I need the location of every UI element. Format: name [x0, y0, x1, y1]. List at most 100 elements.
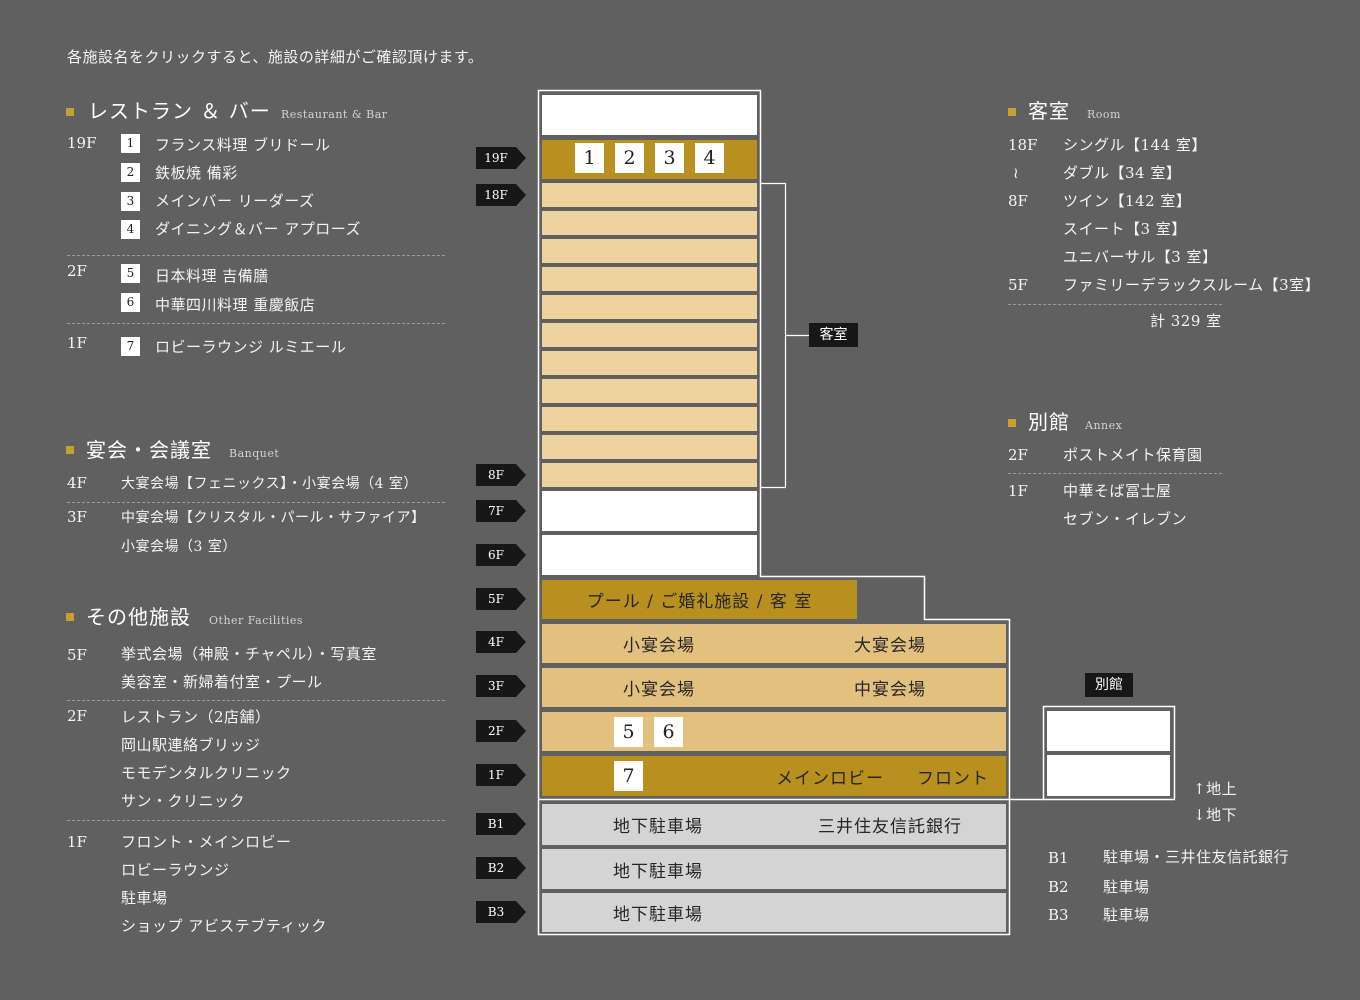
floor-tag-1f: 1F	[476, 764, 526, 786]
floor-tag-2f: 2F	[476, 720, 526, 742]
other-item-link[interactable]: 美容室・新婦着付室・プール	[121, 673, 323, 691]
floor-5f-label[interactable]: プール / ご婚礼施設 / 客 室	[586, 592, 813, 612]
restaurant-subtitle: Restaurant & Bar	[281, 108, 388, 121]
annex-floor-1f-block[interactable]	[1047, 755, 1170, 796]
annex-bullet-icon	[1008, 419, 1016, 427]
floor-1f-front-desk-label[interactable]: フロント	[917, 768, 989, 789]
divider	[67, 323, 445, 324]
floor-3f-medium-banquet-label[interactable]: 中宴会場	[854, 680, 926, 700]
floor-7f-bar	[542, 491, 757, 531]
annex-item-link[interactable]: 中華そば冨士屋	[1063, 482, 1172, 500]
room-type-link[interactable]: ファミリーデラックスルーム【3室】	[1063, 276, 1321, 294]
divider	[67, 700, 445, 701]
tower-floor-bar	[542, 295, 757, 319]
banquet-subtitle: Banquet	[229, 447, 280, 460]
annex-item-link[interactable]: ポストメイト保育園	[1063, 446, 1203, 464]
tower-floor-bar	[542, 323, 757, 347]
rooms-floor-range-mark: ≀	[1013, 164, 1019, 182]
banquet-bullet-icon	[66, 446, 74, 454]
other-floor-2f: 2F	[67, 707, 87, 725]
room-type-link[interactable]: シングル【144 室】	[1063, 136, 1207, 154]
restaurant-item-4-link[interactable]: ダイニング＆バー アプローズ	[155, 220, 362, 238]
restaurant-item-2-link[interactable]: 鉄板焼 備彩	[155, 164, 238, 182]
room-type-link[interactable]: ツイン【142 室】	[1063, 192, 1192, 210]
floor-2f-facility-5-marker[interactable]: 5	[614, 717, 643, 747]
other-item-link[interactable]: ショップ アビステブティック	[121, 917, 327, 935]
floor-4f-grand-banquet-label[interactable]: 大宴会場	[854, 636, 926, 656]
floor-b2-parking-label[interactable]: 地下駐車場	[613, 861, 703, 882]
banquet-item-link[interactable]: 小宴会場（3 室）	[121, 539, 237, 555]
tower-floor-bar	[542, 407, 757, 431]
floor-b3-bar: 地下駐車場	[542, 893, 1006, 932]
tower-floor-bar	[542, 435, 757, 459]
basement-item-link[interactable]: 駐車場・三井住友信託銀行	[1103, 848, 1290, 866]
floor-4f-small-banquet-label[interactable]: 小宴会場	[623, 636, 695, 656]
other-item-link[interactable]: 駐車場	[121, 889, 168, 907]
banquet-floor-4f: 4F	[67, 474, 87, 492]
banquet-floor-3f: 3F	[67, 508, 87, 526]
room-type-link[interactable]: スイート【3 室】	[1063, 220, 1187, 238]
floor-1f-main-lobby-label[interactable]: メインロビー	[776, 768, 884, 789]
restaurant-item-3-link[interactable]: メインバー リーダーズ	[155, 192, 315, 210]
restaurant-item-6-link[interactable]: 中華四川料理 重慶飯店	[155, 296, 316, 314]
floor-tag-4f: 4F	[476, 631, 526, 653]
floor-6f-bar	[542, 535, 757, 575]
banquet-item-link[interactable]: 中宴会場【クリスタル・パール・サファイア】	[121, 510, 426, 526]
annex-subtitle: Annex	[1085, 419, 1123, 432]
floor-19f-bar: 1 2 3 4	[542, 140, 757, 179]
floor-19f-facility-3-marker[interactable]: 3	[655, 143, 684, 173]
other-item-link[interactable]: モモデンタルクリニック	[121, 764, 292, 782]
floor-tag-19f: 19F	[476, 147, 526, 169]
floor-3f-bar: 小宴会場 中宴会場	[542, 668, 1006, 707]
annex-floor-1f: 1F	[1008, 482, 1028, 500]
restaurant-item-3-badge: 3	[121, 192, 140, 211]
floor-3f-small-banquet-label[interactable]: 小宴会場	[623, 680, 695, 700]
below-ground-indicator: ↓地下	[1193, 806, 1238, 824]
other-item-link[interactable]: 岡山駅連絡ブリッジ	[121, 736, 261, 754]
floor-tag-3f: 3F	[476, 675, 526, 697]
floor-19f-facility-4-marker[interactable]: 4	[695, 143, 724, 173]
floor-b2-bar: 地下駐車場	[542, 849, 1006, 889]
tower-floor-bar	[542, 211, 757, 235]
floor-b1-parking-label[interactable]: 地下駐車場	[613, 817, 703, 837]
tower-floor-bar	[542, 379, 757, 403]
room-type-link[interactable]: ユニバーサル【3 室】	[1063, 248, 1218, 266]
other-item-link[interactable]: ロビーラウンジ	[121, 861, 230, 879]
banquet-item-link[interactable]: 大宴会場【フェニックス】・小宴会場（4 室）	[121, 476, 418, 492]
floor-19f-facility-1-marker[interactable]: 1	[575, 143, 604, 173]
restaurant-item-5-link[interactable]: 日本料理 吉備膳	[155, 267, 269, 285]
divider	[1008, 473, 1222, 474]
restaurant-bullet-icon	[66, 108, 74, 116]
annex-item-link[interactable]: セブン・イレブン	[1063, 510, 1188, 528]
annex-floor-2f-block[interactable]	[1047, 711, 1170, 751]
divider	[67, 820, 445, 821]
restaurant-item-1-link[interactable]: フランス料理 ブリドール	[155, 136, 331, 154]
floor-4f-bar: 小宴会場 大宴会場	[542, 624, 1006, 663]
floor-b3-parking-label[interactable]: 地下駐車場	[613, 905, 703, 925]
floor-b1-bar: 地下駐車場 三井住友信託銀行	[542, 804, 1006, 845]
basement-item-link[interactable]: 駐車場	[1103, 906, 1150, 924]
other-item-link[interactable]: フロント・メインロビー	[121, 833, 292, 851]
other-item-link[interactable]: サン・クリニック	[121, 792, 246, 810]
tower-floor-bar	[542, 463, 757, 487]
floor-tag-8f: 8F	[476, 464, 526, 486]
floor-tag-7f: 7F	[476, 500, 526, 522]
restaurant-item-7-badge: 7	[121, 337, 140, 356]
divider	[67, 255, 445, 256]
floor-19f-facility-2-marker[interactable]: 2	[615, 143, 644, 173]
basement-item-link[interactable]: 駐車場	[1103, 878, 1150, 896]
floor-tag-b1: B1	[476, 813, 526, 835]
floor-b1-bank-label[interactable]: 三井住友信託銀行	[818, 817, 962, 837]
floor-tag-b3: B3	[476, 901, 526, 923]
other-item-link[interactable]: レストラン（2店舗）	[121, 708, 271, 726]
divider	[1008, 304, 1222, 305]
rooms-floor-18f: 18F	[1008, 136, 1038, 154]
floor-1f-facility-7-marker[interactable]: 7	[614, 761, 643, 791]
restaurant-item-6-badge: 6	[121, 293, 140, 312]
other-item-link[interactable]: 挙式会場（神殿・チャペル）・写真室	[121, 645, 377, 663]
restaurant-heading: レストラン ＆ バー	[88, 99, 271, 123]
room-type-link[interactable]: ダブル【34 室】	[1063, 164, 1182, 182]
floor-2f-facility-6-marker[interactable]: 6	[654, 717, 683, 747]
restaurant-item-7-link[interactable]: ロビーラウンジ ルミエール	[155, 338, 347, 356]
floor-tag-6f: 6F	[476, 544, 526, 566]
